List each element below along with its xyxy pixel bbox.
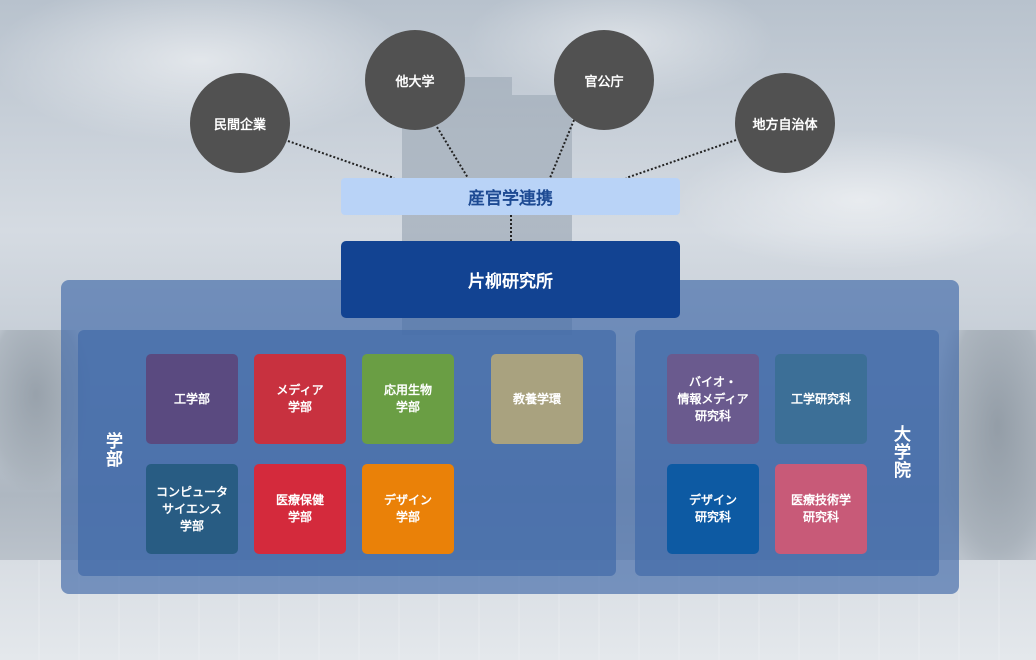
graduate-medical-technology: 医療技術学 研究科 xyxy=(775,464,867,554)
katayanagi-institute: 片柳研究所 xyxy=(341,241,680,318)
graduate-design: デザイン 研究科 xyxy=(667,464,759,554)
connector-line-local-government xyxy=(625,139,737,179)
connector-line-other-universities xyxy=(436,126,469,179)
industry-academia-government-collaboration: 産官学連携 xyxy=(341,178,680,215)
faculty-computer-science: コンピュータ サイエンス 学部 xyxy=(146,464,238,554)
partner-other-universities: 他大学 xyxy=(365,30,465,130)
graduate-bio-media: バイオ・ 情報メディア 研究科 xyxy=(667,354,759,444)
faculty-liberal-arts: 教養学環 xyxy=(491,354,583,444)
faculty-applied-biology: 応用生物 学部 xyxy=(362,354,454,444)
faculty-design: デザイン 学部 xyxy=(362,464,454,554)
faculty-health-sciences: 医療保健 学部 xyxy=(254,464,346,554)
graduate-engineering: 工学研究科 xyxy=(775,354,867,444)
faculty-engineering: 工学部 xyxy=(146,354,238,444)
graduate-title: 大学院 xyxy=(890,425,910,479)
partner-government-offices: 官公庁 xyxy=(554,30,654,130)
connector-line-government xyxy=(549,119,575,179)
faculty-media: メディア 学部 xyxy=(254,354,346,444)
partner-private-companies: 民間企業 xyxy=(190,73,290,173)
connector-line-private xyxy=(287,140,395,179)
faculties-title: 学部 xyxy=(102,432,122,468)
partner-local-governments: 地方自治体 xyxy=(735,73,835,173)
